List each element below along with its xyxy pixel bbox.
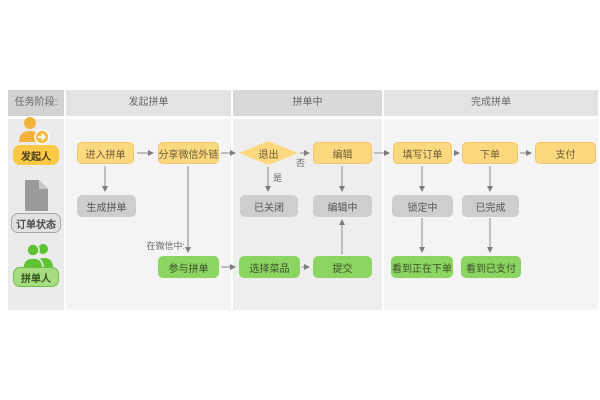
node-choose-dishes: 选择菜品 [239, 256, 300, 278]
node-order-generated: 生成拼单 [77, 195, 136, 217]
person-add-icon [17, 116, 51, 151]
node-edit: 编辑 [313, 142, 372, 164]
node-fill-order: 填写订单 [393, 142, 452, 164]
node-closed: 已关闭 [240, 195, 298, 217]
edge-label-in-wechat: 在微信中: [146, 241, 185, 251]
role-joiner: 拼单人 [13, 267, 59, 287]
node-join-order: 参与拼单 [158, 256, 219, 278]
node-pay: 支付 [535, 142, 596, 164]
edge-label-yes: 是 [273, 173, 283, 183]
phase-header-complete: 完成拼单 [384, 90, 598, 116]
node-enter-order: 进入拼单 [77, 142, 134, 164]
node-see-paid: 看到已支付 [461, 256, 521, 278]
role-initiator: 发起人 [13, 145, 59, 165]
node-see-ordering: 看到正在下单 [391, 256, 453, 278]
task-phase-header: 任务阶段: [8, 90, 64, 116]
phase-header-in-progress: 拼单中 [233, 90, 382, 116]
node-share-wechat-link: 分享微信外链 [158, 142, 219, 164]
role-order-status: 订单状态 [11, 213, 61, 233]
node-completed: 已完成 [462, 195, 519, 217]
node-place-order: 下单 [462, 142, 518, 164]
node-submit: 提交 [313, 256, 372, 278]
edge-label-no: 否 [296, 158, 306, 168]
document-icon [21, 179, 51, 217]
people-icon [22, 241, 54, 274]
phase-header-initiate: 发起拼单 [66, 90, 231, 116]
node-locking: 锁定中 [392, 195, 453, 217]
node-editing: 编辑中 [313, 195, 372, 217]
